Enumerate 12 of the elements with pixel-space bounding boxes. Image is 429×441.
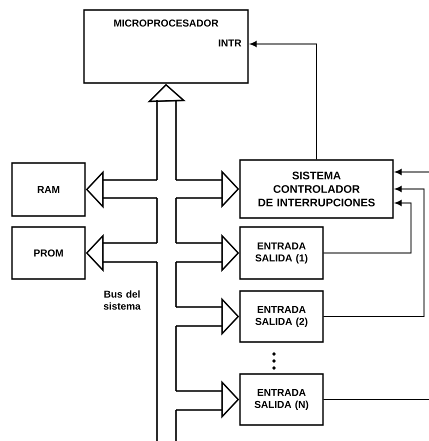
io-box: ENTRADA SALIDA (N) [239, 373, 324, 426]
controller-box: SISTEMA CONTROLADOR DE INTERRUPCIONES [239, 159, 394, 219]
io-box: ENTRADA SALIDA (2) [239, 290, 324, 343]
processor-box: MICROPROCESADOR INTR [83, 9, 249, 84]
arrow [323, 186, 424, 317]
arrow [394, 168, 429, 176]
bus-label: Bus del sistema [104, 290, 141, 310]
arrow [323, 200, 412, 254]
memory-box: RAM [11, 162, 86, 217]
arrow [250, 40, 317, 160]
memory-box: PROM [11, 226, 86, 280]
io-box: ENTRADA SALIDA (1) [239, 226, 324, 280]
